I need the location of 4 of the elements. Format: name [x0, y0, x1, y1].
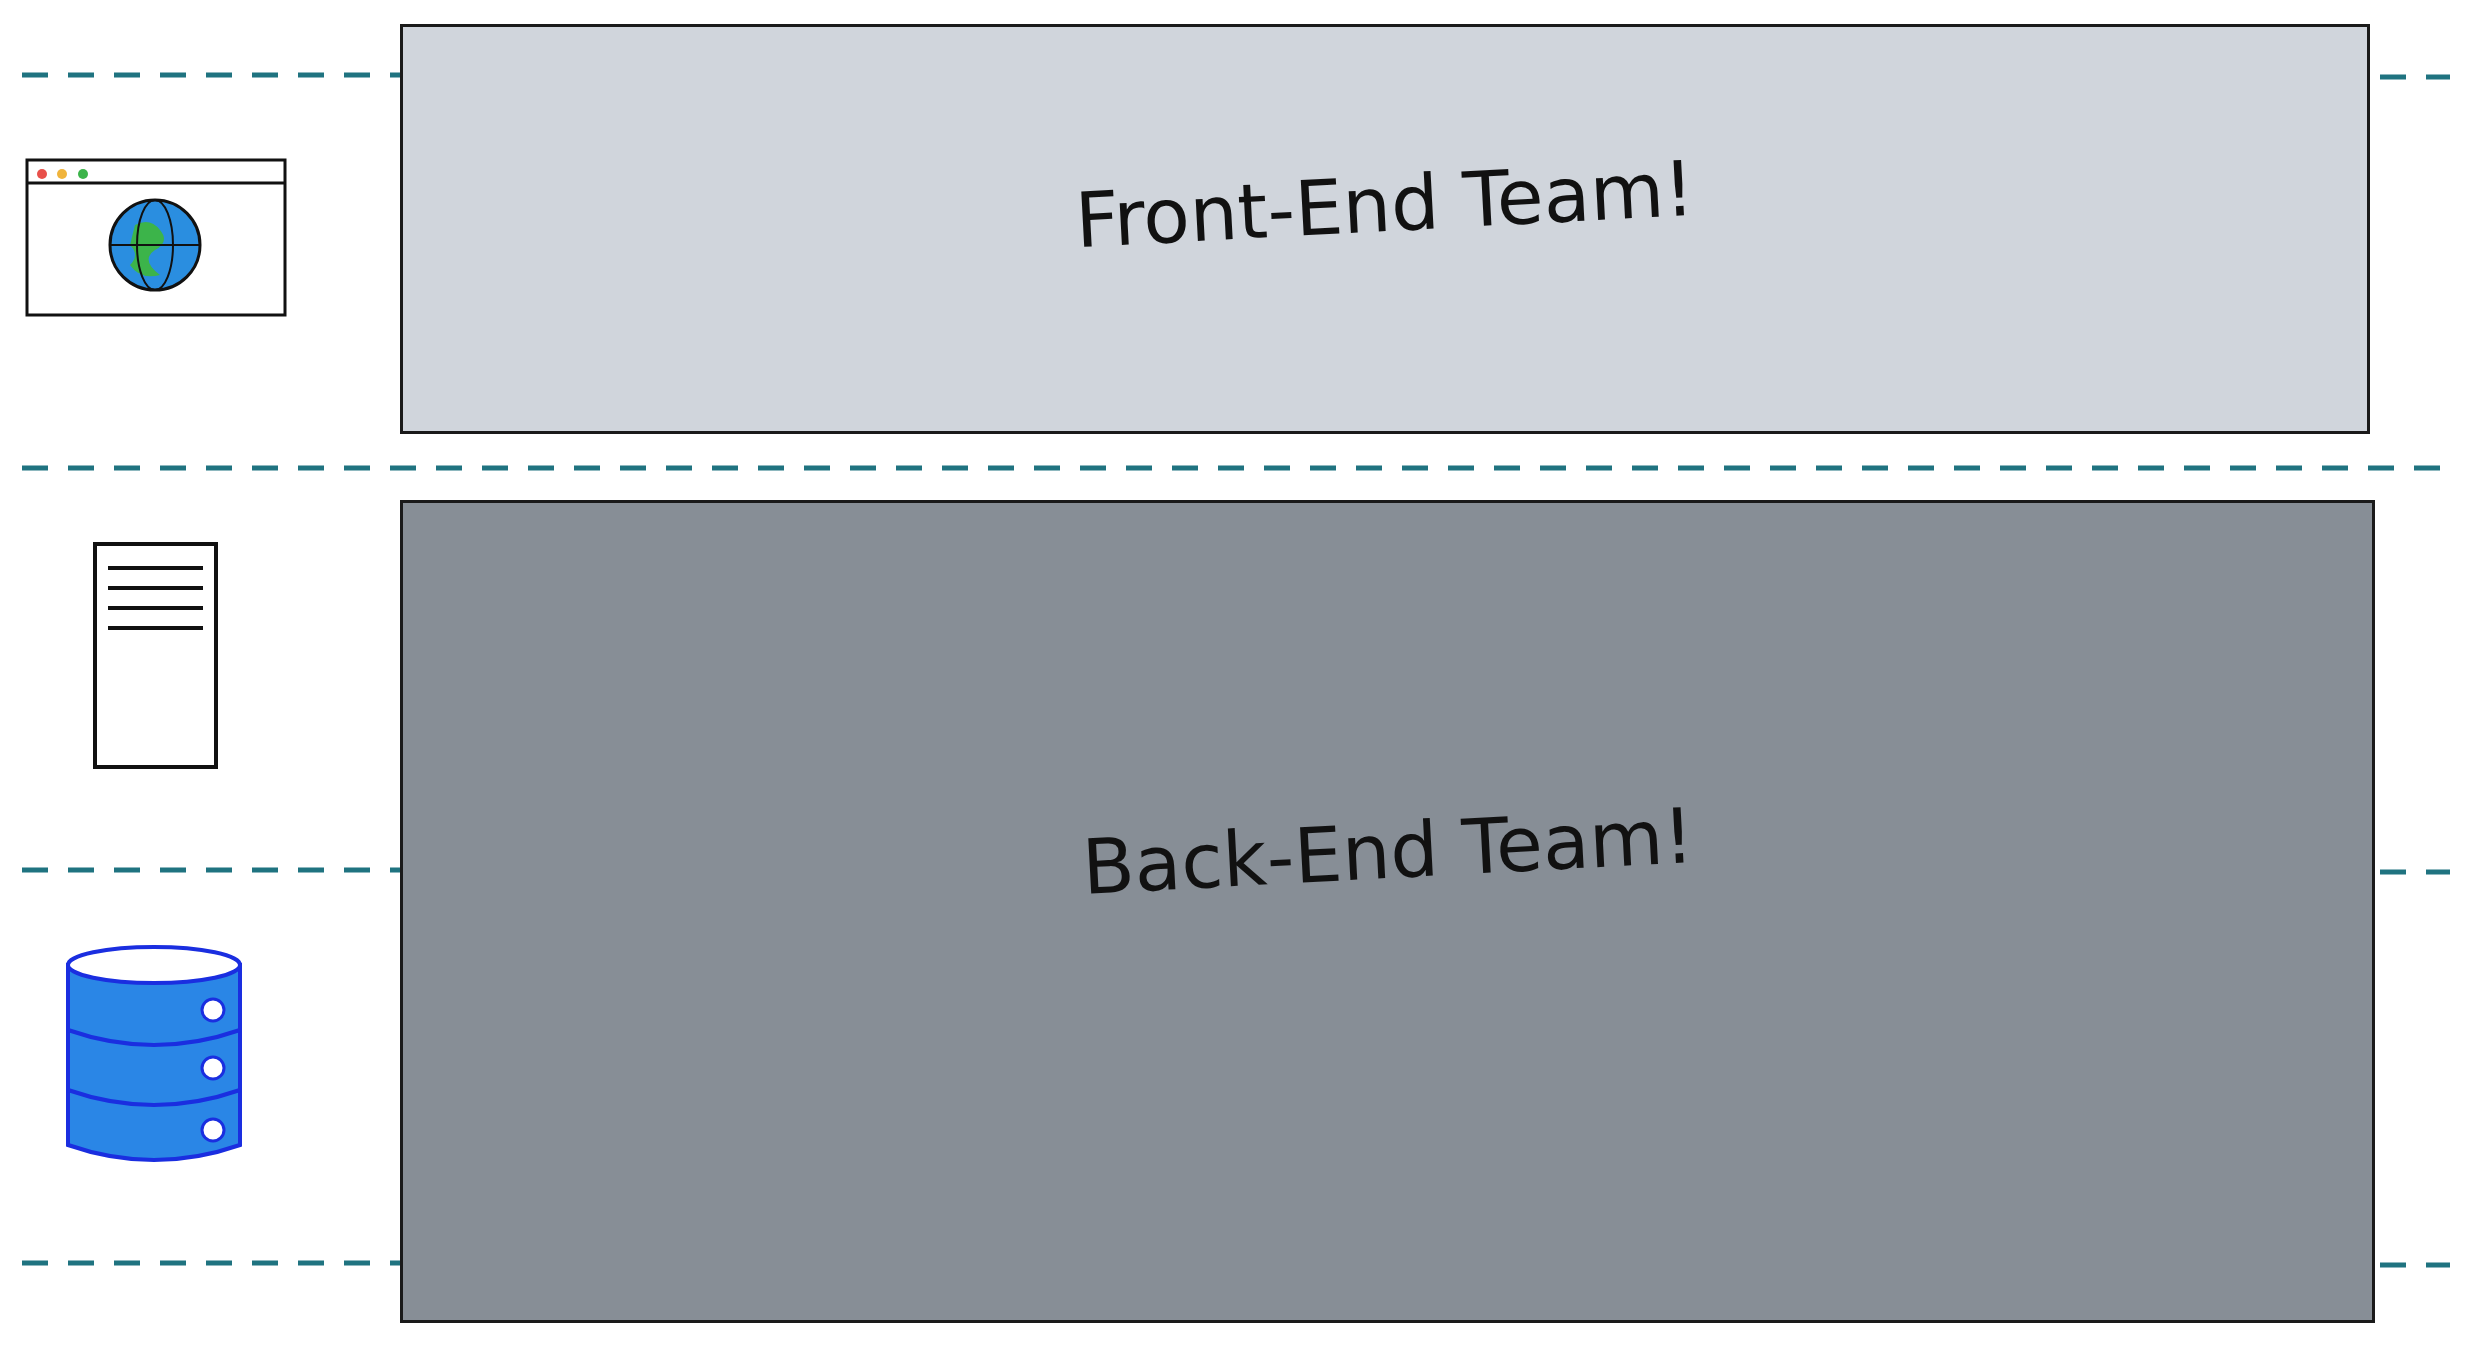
team-label: Back-End Team! [1079, 791, 1696, 912]
team-label: Front-End Team! [1073, 143, 1697, 265]
team-box [400, 500, 2375, 1323]
team-box [400, 24, 2370, 434]
